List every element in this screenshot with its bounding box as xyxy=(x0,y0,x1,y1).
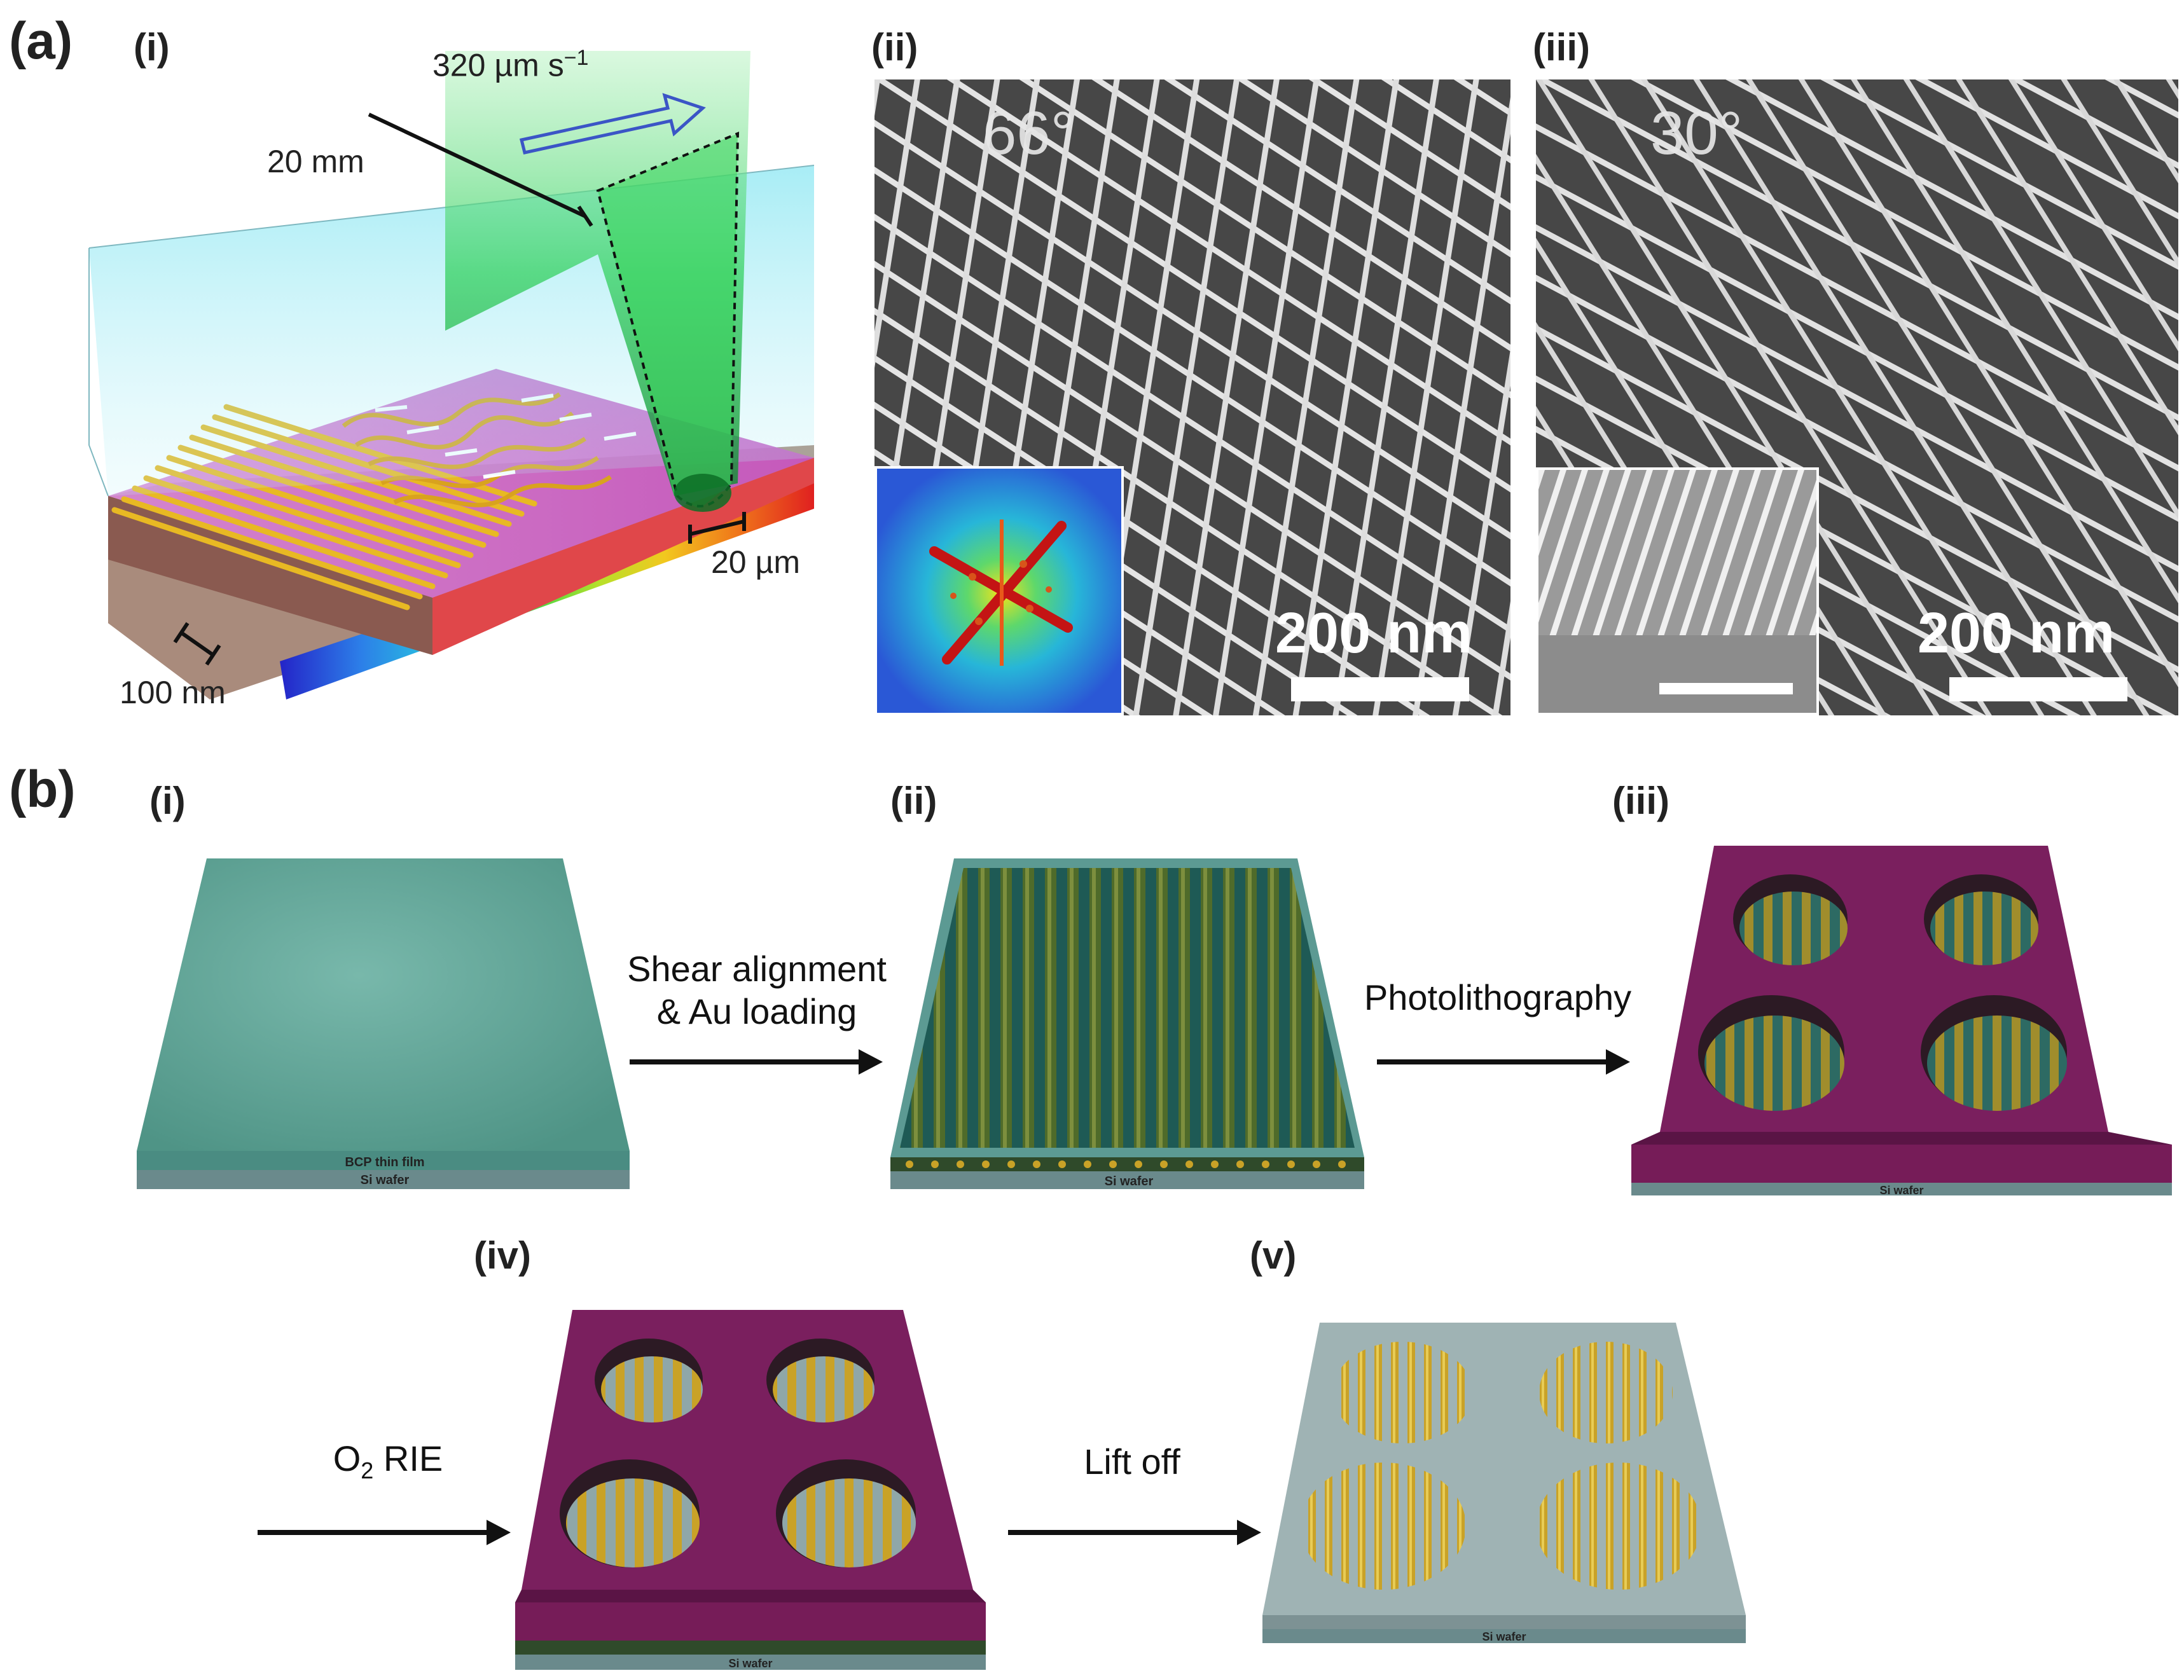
step3-subscript: 2 xyxy=(361,1457,374,1484)
wafer-label-iv: Si wafer xyxy=(728,1657,772,1670)
speed-unit: µm s xyxy=(494,47,564,83)
panel-b-label: (b) xyxy=(9,761,76,818)
cross-section-image xyxy=(1538,470,1816,713)
step3-main: O xyxy=(333,1438,361,1478)
bcp-film-label: BCP thin film xyxy=(345,1155,424,1169)
scale-label-iii: 200 nm xyxy=(1918,602,2115,665)
panel-b-i-label: (i) xyxy=(149,780,186,822)
step-photolithography-text: Photolithography xyxy=(1364,977,1632,1017)
step-shear-alignment-text: Shear alignment & Au loading xyxy=(598,947,916,1033)
panel-a-i-label: (i) xyxy=(134,26,170,69)
arrow-lift-off xyxy=(1008,1520,1261,1545)
panel-b-ii-label: (ii) xyxy=(890,780,937,822)
wafer-label-iii: Si wafer xyxy=(1879,1184,1923,1195)
panel-b-v-label: (v) xyxy=(1250,1234,1297,1277)
wafer-label-v: Si wafer xyxy=(1482,1630,1526,1643)
arrow-photolithography xyxy=(1377,1049,1630,1075)
angle-label-iii: 30° xyxy=(1650,99,1743,167)
step-lift-off-text: Lift off xyxy=(1084,1442,1180,1482)
period-annotation: 100 nm xyxy=(120,675,226,710)
step3-rest: RIE xyxy=(373,1438,443,1478)
angle-label-ii: 66° xyxy=(983,99,1075,167)
sem-image-66deg: 66° 200 nm xyxy=(874,79,1510,715)
scale-bar-iii xyxy=(1949,677,2127,701)
beam-width-annotation: 20 µm xyxy=(711,544,800,580)
fft-inset xyxy=(874,466,1124,715)
photoresist-block-iv: Si wafer xyxy=(515,1310,986,1670)
wafer-label-ii: Si wafer xyxy=(1105,1174,1154,1188)
speed-annotation: 320 µm s−1 xyxy=(432,46,588,84)
step-o2-rie-text: O2 RIE xyxy=(293,1437,483,1484)
speed-value: 320 xyxy=(432,47,486,83)
sem-image-30deg: 30° 200 nm xyxy=(1536,79,2178,715)
panel-a-label: (a) xyxy=(9,12,73,70)
arrow-o2-rie xyxy=(258,1520,511,1545)
final-wafer-gratings: Si wafer xyxy=(1262,1323,1746,1643)
cross-section-inset xyxy=(1536,467,1819,715)
arrow-shear-alignment xyxy=(630,1049,883,1075)
wafer-label-i: Si wafer xyxy=(361,1173,410,1187)
panel-b-iv-label: (iv) xyxy=(474,1234,531,1277)
panel-a-iii-label: (iii) xyxy=(1533,26,1590,69)
distance-annotation: 20 mm xyxy=(267,144,364,179)
bcp-film-block: BCP thin film Si wafer xyxy=(137,858,630,1189)
step1-line1: Shear alignment xyxy=(627,949,887,989)
scale-bar-ii xyxy=(1291,677,1469,701)
shear-alignment-schematic xyxy=(88,51,815,699)
scale-label-ii: 200 nm xyxy=(1275,602,1473,665)
panel-b-iii-label: (iii) xyxy=(1612,780,1669,822)
speed-exponent: −1 xyxy=(563,46,589,70)
panel-a-ii-label: (ii) xyxy=(871,26,918,69)
aligned-film-block: Si wafer xyxy=(890,858,1364,1189)
fft-pattern xyxy=(877,469,1121,713)
photoresist-block-iii: Si wafer xyxy=(1631,846,2172,1195)
step1-line2: & Au loading xyxy=(656,991,857,1032)
